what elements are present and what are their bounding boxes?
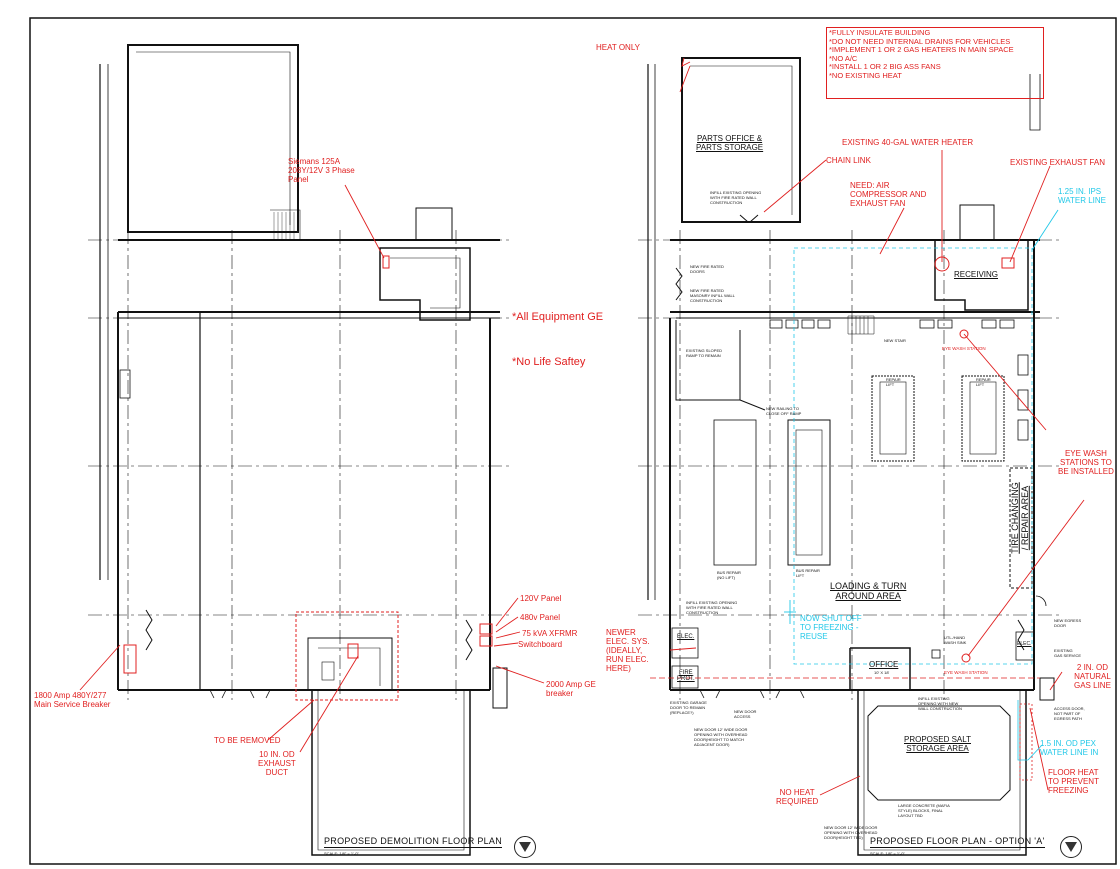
annotation-to-be-removed: TO BE REMOVED — [214, 736, 281, 745]
note-gas-service: EXISTING GAS SERVICE — [1054, 648, 1082, 658]
annotation-newer-elec: NEWER ELEC. SYS. (IDEALLY, RUN ELEC. HER… — [606, 628, 650, 673]
notes-box: *FULLY INSULATE BUILDING *DO NOT NEED IN… — [826, 27, 1044, 99]
room-fire-prot: FIRE PROT. — [677, 670, 695, 682]
annotation-exhaust-fan: EXISTING EXHAUST FAN — [1010, 158, 1105, 167]
annotation-eye-wash-2: EYE WASH STATION — [944, 670, 988, 675]
note-line: *IMPLEMENT 1 OR 2 GAS HEATERS IN MAIN SP… — [829, 45, 1014, 55]
annotation-water-heater: EXISTING 40-GAL WATER HEATER — [842, 138, 974, 147]
note-new-stair: NEW STAIR — [884, 338, 906, 343]
right-red-markup — [650, 57, 1085, 796]
annotation-pex-line: 1.5 IN. OD PEX WATER LINE IN — [1040, 739, 1099, 757]
note-infill-new-wall: INFILL EXISTING OPENING WITH NEW WALL CO… — [918, 696, 962, 711]
room-elec-right: ELEC. — [1017, 641, 1032, 647]
note-line: *INSTALL 1 OR 2 BIG ASS FANS — [829, 62, 941, 72]
note-sloped-ramp: EXISTING SLOPED RAMP TO REMAIN — [686, 348, 723, 358]
room-loading: LOADING & TURN AROUND AREA — [830, 581, 907, 601]
note-line: *NO EXISTING HEAT — [829, 70, 902, 80]
right-plan-scale: SCALE: 1/8" = 1'-0" — [870, 851, 905, 856]
left-plan-scale: SCALE: 1/8" = 1'-0" — [324, 851, 359, 856]
annotation-no-life-safety: *No Life Saftey — [512, 356, 586, 368]
note-masonry-infill: NEW FIRE RATED MASONRY INFILL WALL CONST… — [690, 288, 735, 303]
note-infill-left: INFILL EXISTING OPENING WITH FIRE RATED … — [686, 600, 738, 615]
annotation-switchboard: Switchboard — [518, 640, 563, 649]
note-fire-doors: NEW FIRE RATED DOORS — [690, 264, 724, 274]
room-office: OFFICE — [869, 660, 899, 669]
note-new-door-12b: NEW DOOR 12' WIDE DOOR OPENING WITH OVER… — [824, 825, 878, 840]
note-access-door: ACCESS DOOR, NOT PART OF EGRESS PATH — [1054, 706, 1085, 721]
right-cyan-markup — [784, 209, 1059, 761]
room-salt-storage: PROPOSED SALT STORAGE AREA — [904, 735, 971, 753]
room-parts-office: PARTS OFFICE & PARTS STORAGE — [696, 134, 764, 152]
annotation-service-breaker: 1800 Amp 480Y/277 Main Service Breaker — [34, 691, 111, 709]
note-bus-no-lift: BUS REPAIR (NO LIFT) — [717, 570, 741, 580]
note-garage-door: EXISTING GARAGE DOOR TO REMAIN (REPLACE?… — [670, 700, 707, 715]
annotation-heat-only: HEAT ONLY — [596, 43, 641, 52]
room-tire-changing: TIRE CHANGING / REPAIR AREA — [1009, 482, 1030, 554]
annotation-water-line: 1.25 IN. IPS WATER LINE — [1058, 187, 1107, 205]
note-line: *DO NOT NEED INTERNAL DRAINS FOR VEHICLE… — [829, 36, 1011, 46]
note-infill-top: INFILL EXISTING OPENING WITH FIRE RATED … — [710, 190, 762, 205]
north-arrow-icon — [1060, 836, 1082, 858]
annotation-gas-line: 2 IN. OD NATURAL GAS LINE — [1074, 663, 1111, 690]
north-arrow-icon — [514, 836, 536, 858]
note-line: *FULLY INSULATE BUILDING — [829, 28, 931, 37]
annotation-floor-heat: FLOOR HEAT TO PREVENT FREEZING — [1048, 768, 1099, 795]
room-receiving: RECEIVING — [954, 270, 999, 279]
annotation-no-heat: NO HEAT REQUIRED — [776, 788, 819, 806]
note-railing: NEW RAILING TO CLOSE OFF RAMP — [766, 406, 802, 416]
note-repair-lift-2: REPAIR LIFT — [976, 377, 991, 387]
annotation-xfrmr: 75 kVA XFRMR — [522, 629, 578, 638]
annotation-all-equipment: *All Equipment GE — [512, 311, 604, 323]
left-red-markup — [79, 184, 545, 753]
note-new-door-12a: NEW DOOR 12' WIDE DOOR OPENING WITH OVER… — [694, 727, 748, 747]
left-floor-plan — [88, 44, 512, 856]
annotation-ge-breaker: 2000 Amp GE breaker — [546, 680, 596, 698]
note-bus-lift: BUS REPAIR LIFT — [796, 568, 820, 578]
note-repair-lift-1: REPAIR LIFT — [886, 377, 901, 387]
note-concrete-blocks: LARGE CONCRETE (MAFIA STYLE) BLOCKS, FIN… — [898, 803, 950, 818]
annotation-siemens-panel: Siemans 125A 208Y/12V 3 Phase Panel — [288, 157, 355, 184]
annotation-eye-wash-stations: EYE WASH STATIONS TO BE INSTALLED — [1058, 449, 1114, 476]
annotation-exhaust-duct: 10 IN. OD EXHAUST DUCT — [258, 750, 296, 777]
left-plan-title: PROPOSED DEMOLITION FLOOR PLAN — [324, 836, 503, 848]
note-egress-door: NEW EGRESS DOOR — [1054, 618, 1082, 628]
annotation-need-air: NEED: AIR COMPRESSOR AND EXHAUST FAN — [850, 181, 927, 208]
room-elec: ELEC. — [677, 634, 695, 640]
annotation-shut-off: NOW SHUT OFF TO FREEZING - REUSE — [800, 614, 862, 641]
note-line: *NO A/C — [829, 53, 858, 63]
sheet-border — [29, 17, 1117, 865]
note-mop-sink: UTL./HAND WASH SINK — [944, 635, 967, 645]
room-office-size: 10' X 18' — [874, 670, 890, 675]
annotation-120v-panel: 120V Panel — [520, 594, 562, 603]
annotation-chain-link: CHAIN LINK — [826, 156, 871, 165]
annotation-eye-wash-1: EYE WASH STATION — [942, 346, 986, 351]
right-floor-plan — [638, 57, 1060, 856]
annotation-480v-panel: 480v Panel — [520, 613, 561, 622]
note-new-door-access: NEW DOOR ACCESS — [734, 709, 757, 719]
right-plan-title: PROPOSED FLOOR PLAN - OPTION 'A' — [870, 836, 1045, 848]
